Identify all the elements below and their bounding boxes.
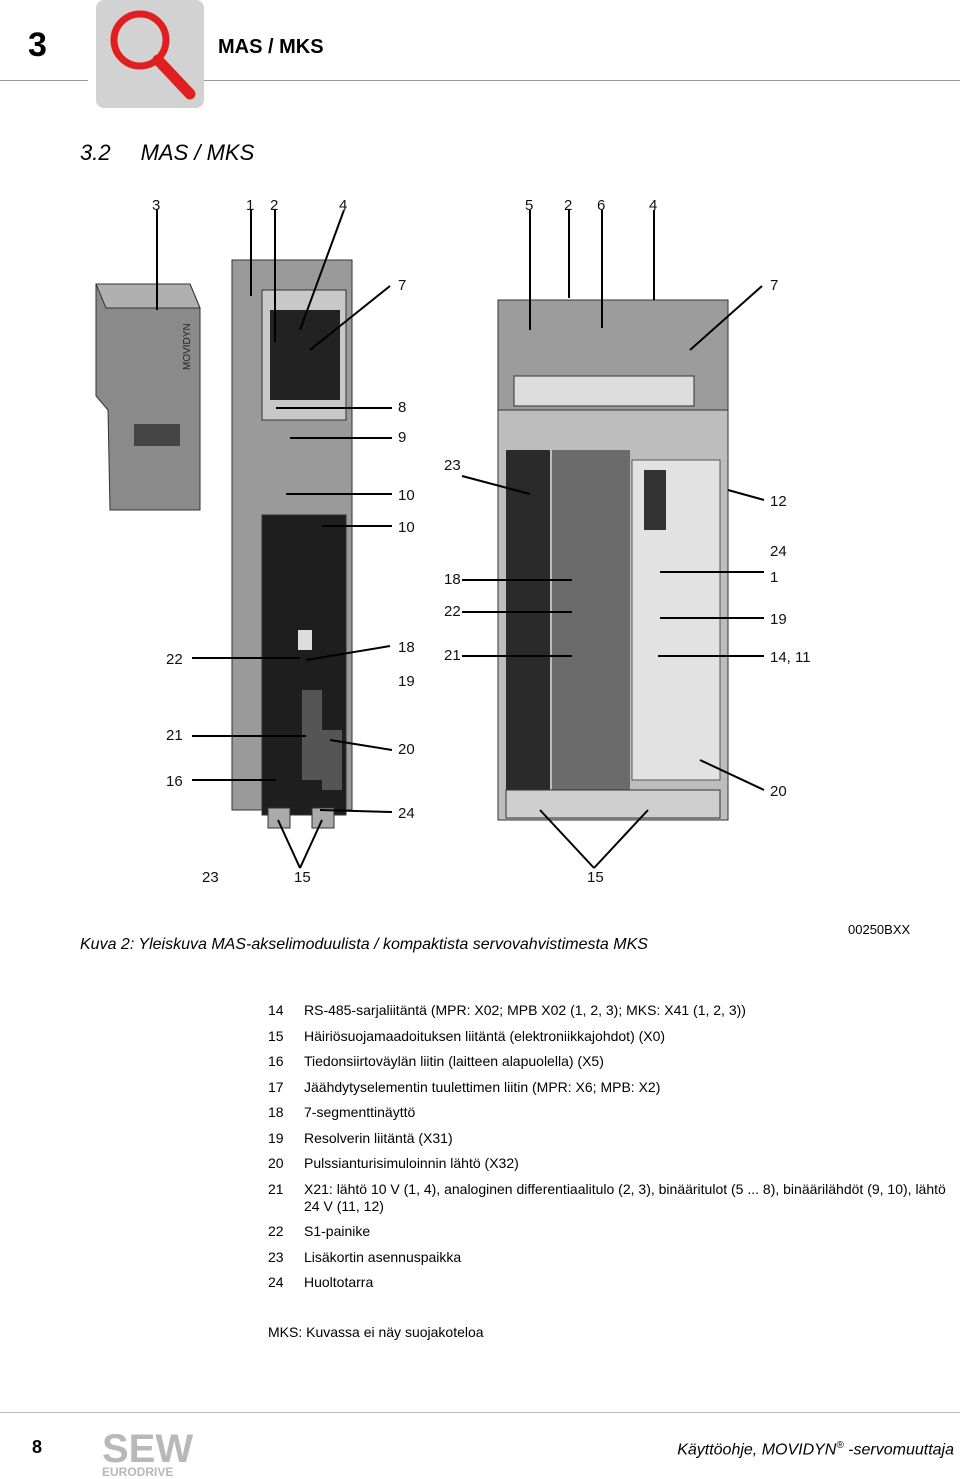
callout-label: 19 [770,611,787,628]
axis-module [231,259,353,829]
legend-text: Resolverin liitäntä (X31) [304,1129,453,1146]
legend-item: 22 S1-painike [268,1223,948,1240]
section-title: 3.2 MAS / MKS [80,140,254,166]
callout-label: 24 [398,805,415,822]
callout-label: 24 [770,543,787,560]
callout-label: 23 [444,457,461,474]
header-rule-left [0,80,88,81]
callout-label: 18 [398,639,415,656]
legend-text: Pulssianturisimuloinnin lähtö (X32) [304,1155,519,1171]
footer-title: Käyttöohje, MOVIDYN® -servomuuttaja [677,1440,954,1459]
legend-item: 18 7-segmenttinäyttö [268,1104,948,1121]
legend-text: Lisäkortin asennuspaikka [304,1248,462,1265]
figure-note: MKS: Kuvassa ei näy suojakoteloa [268,1324,484,1340]
callout-label: 3 [152,197,160,214]
footer-title-text: Käyttöohje, MOVIDYN [677,1441,837,1459]
legend-text: Huoltotarra [304,1274,374,1290]
callout-label: 1 [246,197,254,214]
section-number: 3.2 [80,140,111,165]
legend-text: X21: lähtö 10 V (1, 4), analoginen diffe… [304,1180,946,1214]
legend-number: 18 [268,1104,284,1120]
legend-number: 17 [268,1078,284,1095]
callout-label: 23 [202,869,219,886]
chapter-number: 3 [28,26,47,64]
legend-number: 15 [268,1027,284,1044]
protective-cover: MOVIDYN [95,283,201,511]
legend-text: 7-segmenttinäyttö [304,1104,416,1120]
callout-label: 19 [398,673,415,690]
device-figure: MOVIDYN [95,197,811,886]
callout-label: 15 [587,869,604,886]
callout-label: 16 [166,773,183,790]
figure-caption: Kuva 2: Yleiskuva MAS-akselimoduulista /… [80,936,648,953]
legend-number: 16 [268,1053,284,1069]
header-title: MAS / MKS [218,36,324,58]
legend-text: Jäähdytyselementin tuulettimen liitin (M… [304,1078,661,1095]
device-label: MOVIDYN [182,323,193,370]
callout-label: 10 [398,519,415,536]
callout-label: 7 [770,277,778,294]
logo-sew-text: SEW [102,1427,193,1471]
legend-item: 16 Tiedonsiirtoväylän liitin (laitteen al… [268,1053,948,1070]
callout-label: 21 [166,727,183,744]
callout-label: 21 [444,647,461,664]
legend-number: 21 [268,1180,284,1197]
page-number: 8 [32,1437,43,1457]
callout-label: 6 [597,197,605,214]
callout-label: 22 [166,651,183,668]
callout-label: 15 [294,869,311,886]
legend-item: 14 RS-485-sarjaliitäntä (MPR: X02; MPB X0… [268,1002,948,1019]
legend-number: 24 [268,1274,284,1290]
legend-item: 20 Pulssianturisimuloinnin lähtö (X32) [268,1155,948,1172]
callout-label: 4 [339,197,347,214]
magnifier-icon [110,10,196,100]
legend-number: 23 [268,1248,284,1265]
legend-number: 20 [268,1155,284,1171]
callout-label: 20 [770,783,787,800]
callout-label: 20 [398,741,415,758]
leader-lines [156,209,765,869]
callout-label: 4 [649,197,657,214]
callout-label: 1 [770,569,778,586]
legend-text: S1-painike [304,1223,371,1239]
callout-label: 5 [525,197,533,214]
cover-logo [134,424,180,446]
image-code: 00250BXX [848,922,911,937]
legend-item: 24 Huoltotarra [268,1274,948,1291]
chapter-icon-box [96,0,204,108]
legend-text: Häiriösuojamaadoituksen liitäntä (elektr… [304,1027,666,1044]
legend-number: 14 [268,1002,284,1018]
legend-item: 15 Häiriösuojamaadoituksen liitäntä (elek… [268,1028,948,1045]
compact-servo-unit [497,299,729,821]
callout-label: 12 [770,493,787,510]
callout-label: 8 [398,399,406,416]
legend-item: 17 Jäähdytyselementin tuulettimen liitin … [268,1079,948,1096]
header-rule-right [200,80,960,81]
section-title-text: MAS / MKS [140,140,255,165]
sew-logo: SEW EURODRIVE [102,1427,193,1478]
callout-label: 10 [398,487,415,504]
footer-title-suffix: -servomuuttaja [843,1441,954,1459]
callout-label: 14, 11 [770,649,811,666]
callout-label: 22 [444,603,461,620]
logo-eurodrive-text: EURODRIVE [102,1465,173,1478]
legend-text: Tiedonsiirtoväylän liitin (laitteen alap… [304,1053,604,1069]
legend-number: 19 [268,1129,284,1146]
callout-label: 7 [398,277,406,294]
callout-labels: 3 1 2 4 5 2 6 4 7 8 9 10 10 18 19 20 24 … [152,197,811,886]
legend-item: 19 Resolverin liitäntä (X31) [268,1130,948,1147]
registered-mark: ® [836,1440,844,1451]
callout-label: 9 [398,429,406,446]
callout-label: 2 [270,197,278,214]
legend-number: 22 [268,1223,284,1239]
legend-text: RS-485-sarjaliitäntä (MPR: X02; MPB X02 … [304,1002,746,1018]
legend-item: 23 Lisäkortin asennuspaikka [268,1249,948,1266]
legend-list: 14 RS-485-sarjaliitäntä (MPR: X02; MPB X0… [268,1002,948,1300]
legend-item: 21 X21: lähtö 10 V (1, 4), analoginen dif… [268,1181,948,1215]
footer-rule [0,1412,960,1413]
callout-label: 2 [564,197,572,214]
callout-label: 18 [444,571,461,588]
